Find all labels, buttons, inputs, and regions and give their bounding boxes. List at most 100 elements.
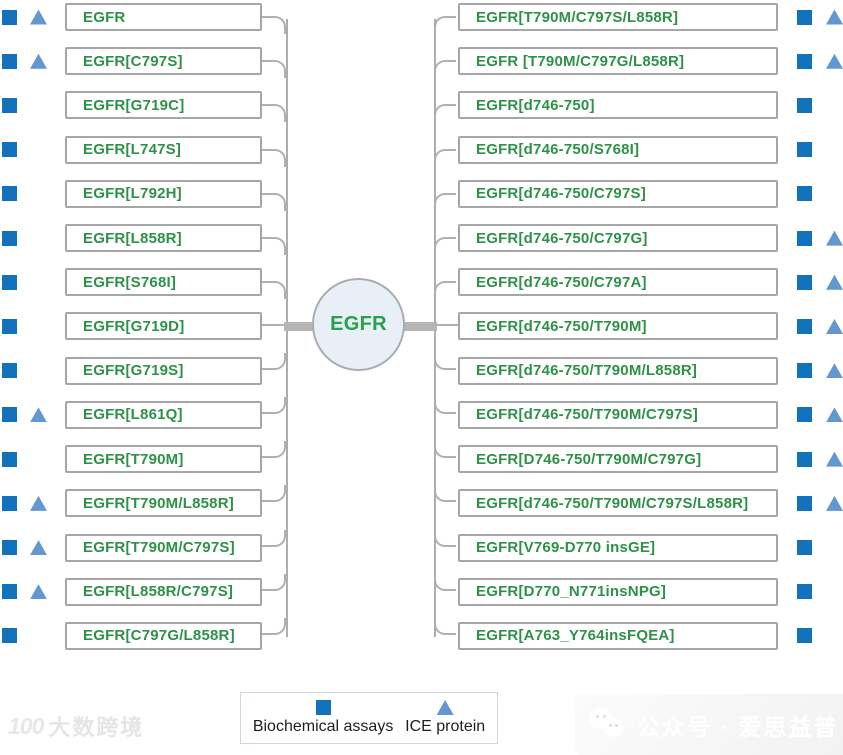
biochemical-assay-marker-icon (797, 274, 812, 290)
mutation-node: EGFR[T790M/C797S] (65, 533, 262, 562)
ice-protein-marker-icon (30, 9, 47, 25)
biochemical-assay-marker-icon (797, 363, 812, 379)
branch-connector (433, 573, 456, 591)
mutation-node: EGFR[C797G/L858R] (65, 621, 262, 650)
biochemical-assay-marker-icon (2, 363, 17, 379)
ice-protein-marker-icon (826, 318, 843, 334)
biochemical-assay-marker-icon (797, 53, 812, 69)
mutation-label: EGFR [T790M/C797G/L858R] (476, 52, 685, 70)
watermark-right-text: 公众号 · 爱思益普 (637, 713, 839, 740)
mutation-label: EGFR[G719S] (83, 362, 184, 380)
mutation-node: EGFR[L858R] (65, 224, 262, 253)
mutation-node: EGFR[L747S] (65, 135, 262, 164)
branch-connector (262, 237, 286, 256)
branch-connector (262, 281, 286, 300)
branch-connector (433, 192, 456, 211)
legend: Biochemical assays ICE protein (240, 692, 498, 744)
ice-protein-marker-icon (30, 495, 47, 511)
ice-protein-marker-icon (826, 451, 843, 467)
mutation-node: EGFR[T790M] (65, 445, 262, 474)
mutation-label: EGFR[C797G/L858R] (83, 627, 235, 645)
legend-item: Biochemical assays (252, 700, 394, 736)
mutation-label: EGFR[d746-750/T790M/C797S] (476, 406, 698, 424)
branch-connector (262, 529, 286, 547)
mutation-label: EGFR[T790M/C797S/L858R] (476, 8, 679, 26)
ice-protein-marker-icon (30, 407, 47, 423)
mutation-node: EGFR [T790M/C797G/L858R] (458, 47, 778, 76)
branch-connector (262, 485, 286, 503)
biochemical-assay-marker-icon (797, 495, 812, 511)
ice-protein-marker-icon (826, 53, 843, 69)
mutation-node: EGFR[G719C] (65, 91, 262, 120)
mutation-label: EGFR[d746-750/T790M/L858R] (476, 362, 698, 380)
mutation-node: EGFR[d746-750/C797S] (458, 179, 778, 208)
mutation-label: EGFR[L861Q] (83, 406, 183, 424)
biochemical-assay-marker-icon (2, 628, 17, 644)
branch-connector (262, 617, 286, 635)
mutation-label: EGFR[d746-750/C797G] (476, 229, 648, 247)
biochemical-assay-marker-icon (2, 584, 17, 600)
mutation-label: EGFR[d746-750/T790M/C797S/L858R] (476, 494, 749, 512)
ice-protein-marker-icon (826, 274, 843, 290)
center-node-label: EGFR (330, 313, 387, 335)
mutation-label: EGFR[S768I] (83, 273, 177, 291)
ice-protein-marker-icon (826, 363, 843, 379)
biochemical-assay-marker-icon (797, 451, 812, 467)
biochemical-assay-marker-icon (2, 407, 17, 423)
center-node-egfr: EGFR (312, 278, 405, 371)
mutation-node: EGFR[d746-750/T790M/C797S] (458, 400, 778, 429)
mutation-node: EGFR[d746-750/T790M/C797S/L858R] (458, 489, 778, 518)
mutation-node: EGFR[L858R/C797S] (65, 577, 262, 606)
mutation-node: EGFR[T790M/L858R] (65, 489, 262, 518)
biochemical-assay-marker-icon (2, 186, 17, 202)
mutation-node: EGFR[D746-750/T790M/C797G] (458, 445, 778, 474)
branch-connector (433, 396, 456, 414)
watermark-bottom-left: 100 大数跨境 (8, 710, 144, 742)
mutation-node: EGFR[d746-750/T790M/L858R] (458, 356, 778, 385)
legend-label: Biochemical assays (252, 718, 394, 735)
biochemical-assay-marker-icon (797, 142, 812, 158)
legend-item: ICE protein (405, 700, 485, 736)
mutation-label: EGFR[A763_Y764insFQEA] (476, 627, 675, 645)
mutation-node: EGFR[d746-750] (458, 91, 778, 120)
mutation-label: EGFR[L858R] (83, 229, 182, 247)
biochemical-assay-marker-icon (797, 628, 812, 644)
biochemical-assay-marker-icon (2, 9, 17, 25)
ice-protein-icon (436, 700, 454, 715)
branch-connector (433, 60, 456, 79)
mutation-node: EGFR[C797S] (65, 47, 262, 76)
legend-label: ICE protein (405, 718, 486, 735)
mutation-node: EGFR (65, 3, 262, 31)
biochemical-assay-marker-icon (2, 230, 17, 246)
ice-protein-marker-icon (826, 407, 843, 423)
branch-connector (433, 148, 456, 167)
mutation-node: EGFR[T790M/C797S/L858R] (458, 3, 778, 31)
ice-protein-marker-icon (30, 53, 47, 69)
biochemical-assay-marker-icon (2, 97, 17, 113)
mutation-label: EGFR[D746-750/T790M/C797G] (476, 450, 702, 468)
mutation-label: EGFR[L747S] (83, 141, 182, 159)
biochemical-assay-marker-icon (797, 97, 812, 113)
branch-connector (262, 573, 286, 591)
branch-connector (433, 324, 458, 327)
biochemical-assay-marker-icon (2, 540, 17, 556)
mutation-label: EGFR[d746-750/S768I] (476, 141, 640, 159)
mutation-node: EGFR[D770_N771insNPG] (458, 577, 778, 606)
mutation-node: EGFR[L792H] (65, 179, 262, 208)
ice-protein-marker-icon (30, 540, 47, 556)
branch-connector (433, 529, 456, 547)
branch-connector (262, 60, 286, 79)
mutation-label: EGFR[L792H] (83, 185, 182, 203)
branch-connector (433, 617, 456, 635)
branch-connector (433, 441, 456, 459)
branch-connector (262, 441, 286, 459)
branch-connector (433, 104, 456, 123)
branch-connector (262, 324, 288, 327)
branch-connector (262, 148, 286, 167)
branch-connector (433, 237, 456, 256)
watermark-bottom-right: 公众号 · 爱思益普 (575, 694, 843, 755)
branch-connector (433, 281, 456, 300)
biochemical-assay-marker-icon (2, 451, 17, 467)
mutation-node: EGFR[A763_Y764insFQEA] (458, 621, 778, 650)
mutation-node: EGFR[d746-750/T790M] (458, 312, 778, 341)
